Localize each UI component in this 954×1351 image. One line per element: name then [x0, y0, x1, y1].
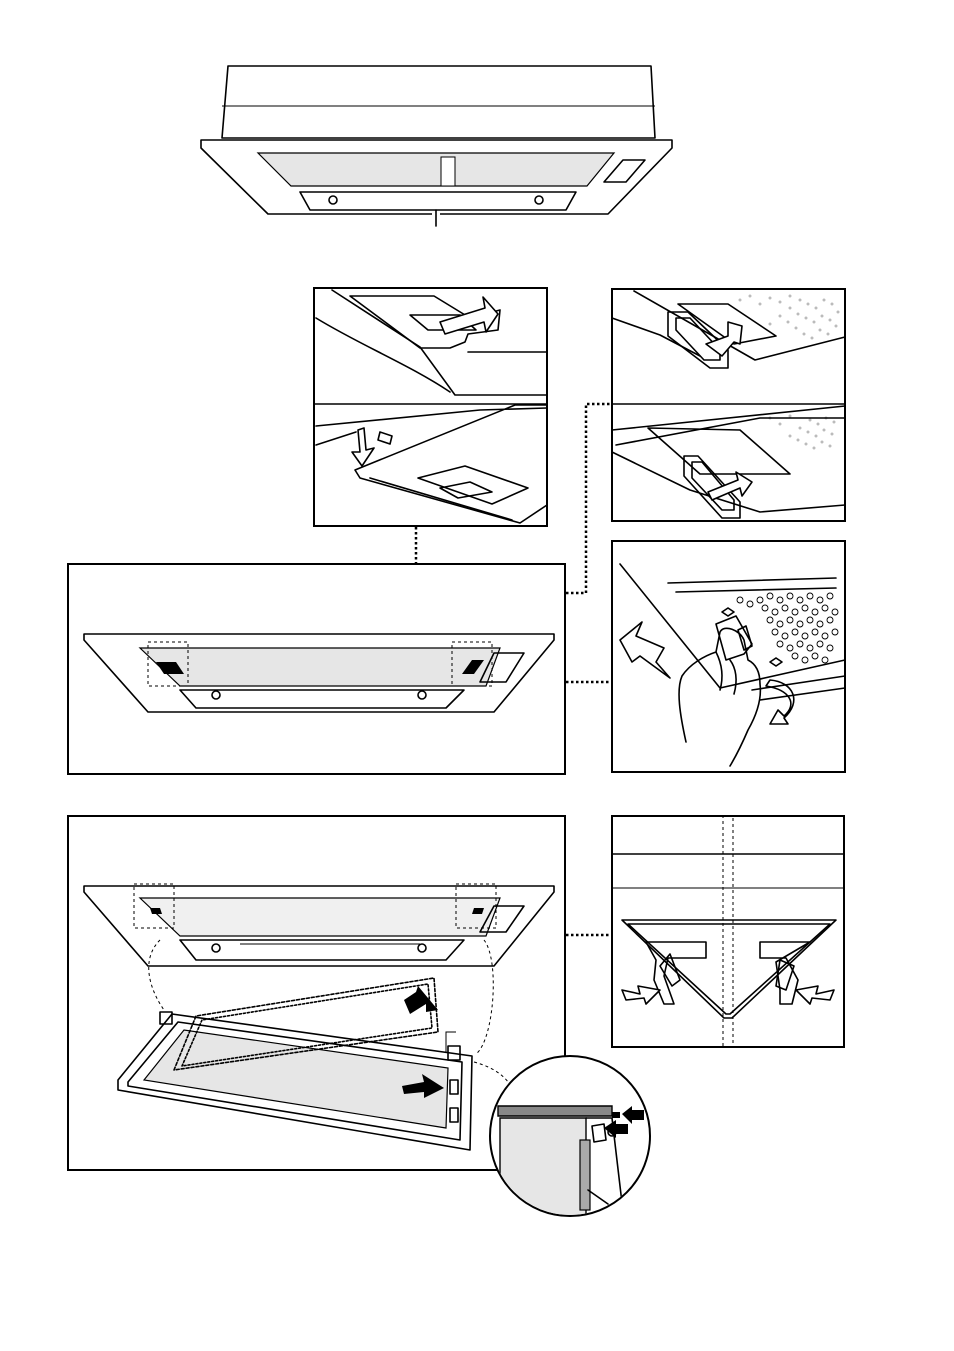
clip-side-view-figure — [612, 816, 844, 1047]
hood-overview-figure — [201, 66, 672, 226]
connector-line — [566, 404, 611, 593]
hand-release-figure — [612, 541, 845, 772]
filter-removal-figure — [68, 816, 565, 1170]
screw-icon — [329, 196, 337, 204]
screw-icon — [535, 196, 543, 204]
clip-release-figure — [314, 288, 547, 526]
clip-removal-figure — [612, 289, 845, 521]
hinge-close-up-figure — [490, 1056, 650, 1220]
panel-underside-figure — [68, 564, 565, 774]
